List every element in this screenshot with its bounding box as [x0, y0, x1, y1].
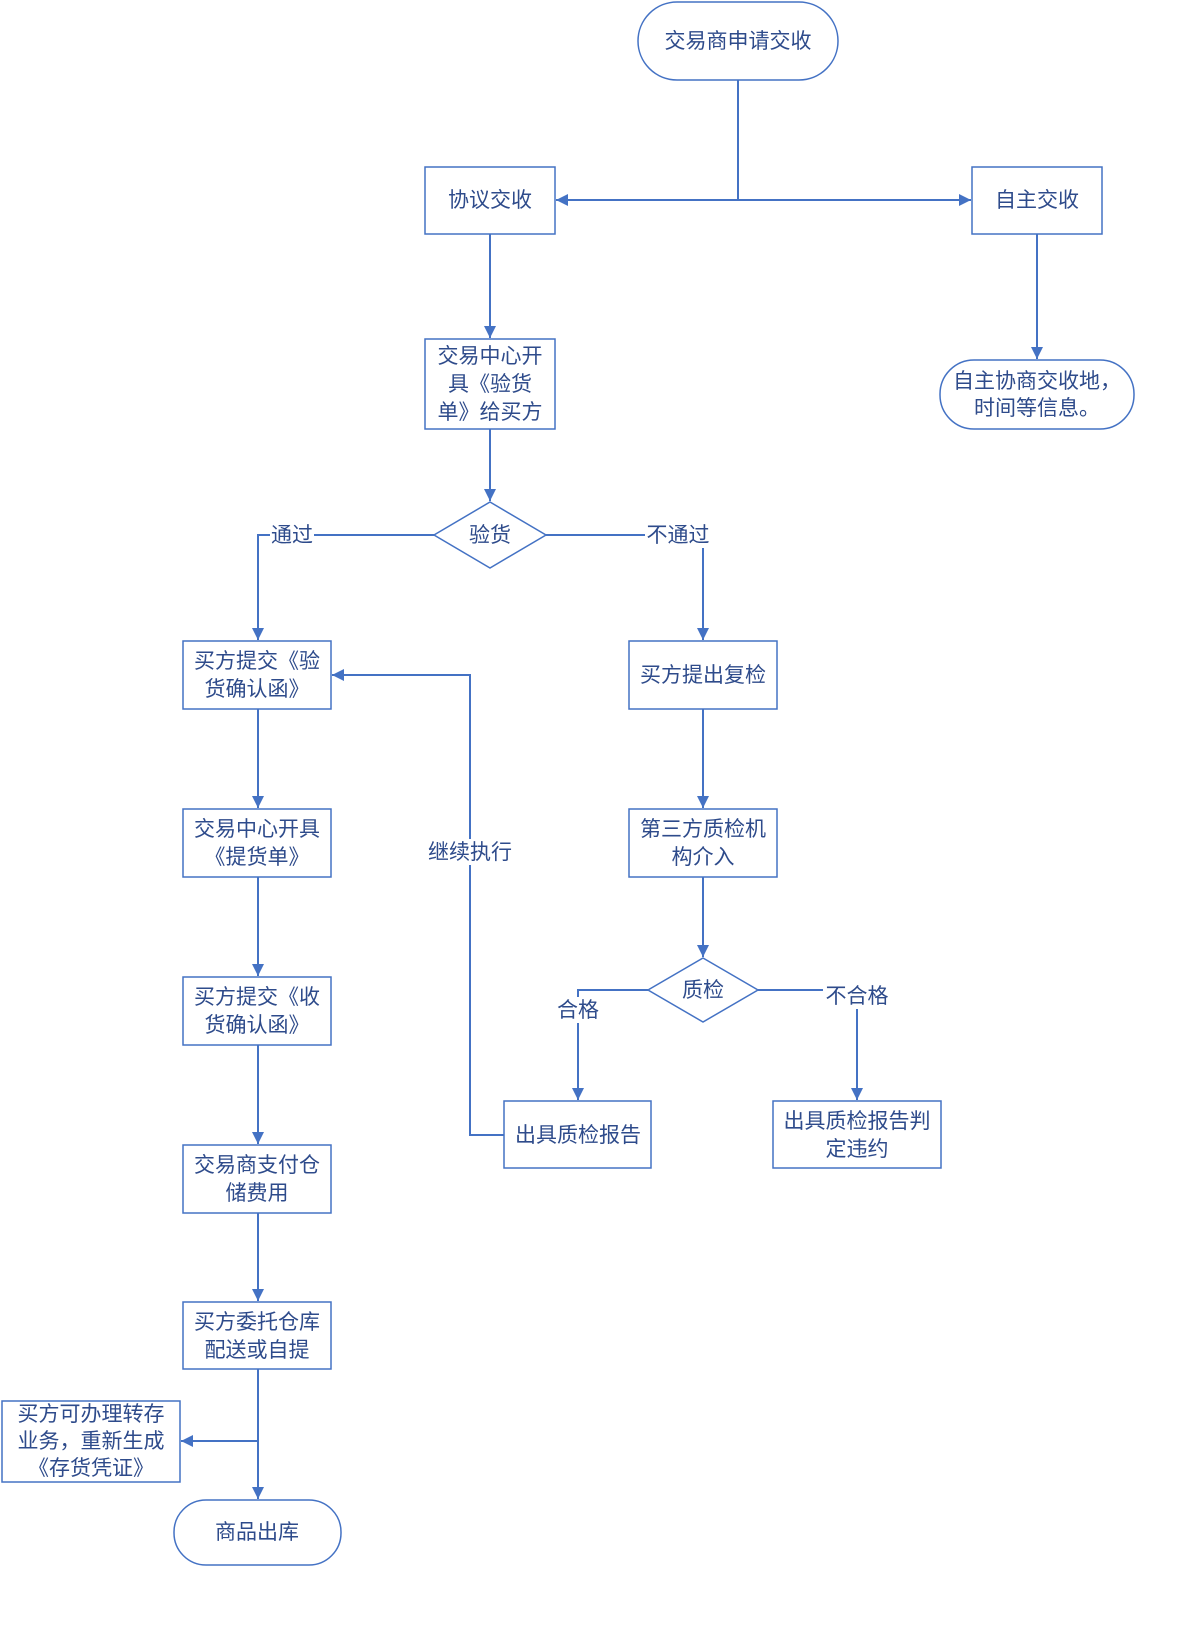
- process-box: [628, 640, 778, 710]
- node-report-label: 出具质检报告: [515, 1123, 641, 1147]
- start-terminal-shape: [637, 1, 839, 81]
- decision-inspect-label: 验货: [469, 523, 511, 547]
- node-transfer: 买方可办理转存 业务，重新生成 《存货凭证》: [1, 1400, 181, 1483]
- edge-label-unqualified: 不合格: [823, 983, 891, 1009]
- decision-diamond: [646, 957, 760, 1023]
- node-transfer-line: 《存货凭证》: [28, 1456, 154, 1480]
- node-report: 出具质检报告: [503, 1100, 652, 1169]
- node-agreement-label: 协议交收: [448, 188, 532, 212]
- node-buyer-confirm-line: 货确认函》: [205, 677, 310, 701]
- edge-label-continue: 继续执行: [426, 839, 514, 865]
- process-box: [772, 1100, 942, 1169]
- node-third-party-line: 构介入: [672, 845, 735, 869]
- node-inspection-order-line: 具《验货: [448, 372, 532, 396]
- node-transfer-line: 业务，重新生成: [18, 1429, 165, 1453]
- terminal-shape: [939, 359, 1135, 430]
- node-start: 交易商申请交收: [637, 1, 839, 81]
- process-box: [424, 166, 556, 235]
- node-buyer-confirm: 买方提交《验 货确认函》: [182, 640, 332, 710]
- process-box: [628, 808, 778, 878]
- process-box: [182, 808, 332, 878]
- process-box: [182, 1301, 332, 1370]
- node-breach-line: 定违约: [826, 1137, 889, 1161]
- edge-label-qualified: 合格: [555, 997, 601, 1023]
- node-receipt-line: 买方提交《收: [194, 985, 320, 1009]
- node-end-label: 商品出库: [215, 1520, 299, 1544]
- node-breach-line: 出具质检报告判: [784, 1109, 931, 1133]
- node-storage-fee-line: 交易商支付仓: [194, 1153, 320, 1177]
- node-self-negotiate-line: 时间等信息。: [974, 396, 1100, 420]
- edge-report-continue: [332, 669, 504, 1136]
- decision-qc-label: 质检: [682, 978, 724, 1002]
- node-inspection-order-line: 单》给买方: [438, 400, 543, 424]
- decision-diamond: [432, 501, 548, 569]
- node-recheck-label: 买方提出复检: [640, 663, 766, 687]
- edge-label-pass-text: 通过: [271, 523, 313, 547]
- node-storage-fee: 交易商支付仓 储费用: [182, 1144, 332, 1214]
- node-receipt: 买方提交《收 货确认函》: [182, 976, 332, 1046]
- process-box: [182, 976, 332, 1046]
- node-end: 商品出库: [173, 1499, 342, 1566]
- node-third-party: 第三方质检机 构介入: [628, 808, 778, 878]
- process-box: [503, 1100, 652, 1169]
- edge-inspect-pass: [252, 534, 434, 640]
- decision-qc: 质检: [646, 957, 760, 1023]
- node-bill: 交易中心开具 《提货单》: [182, 808, 332, 878]
- node-self-negotiate: 自主协商交收地， 时间等信息。: [939, 359, 1135, 430]
- node-inspection-order: 交易中心开 具《验货 单》给买方: [424, 338, 556, 430]
- node-delivery-line: 配送或自提: [205, 1338, 310, 1362]
- process-box: [424, 338, 556, 430]
- edge-label-unqualified-text: 不合格: [826, 984, 889, 1008]
- node-storage-fee-line: 储费用: [226, 1181, 289, 1205]
- edge-label-fail-text: 不通过: [647, 523, 710, 547]
- edge-label-qualified-text: 合格: [557, 998, 599, 1022]
- edge-label-fail: 不通过: [645, 522, 711, 548]
- node-self-label: 自主交收: [995, 188, 1079, 212]
- node-agreement: 协议交收: [424, 166, 556, 235]
- node-buyer-confirm-line: 买方提交《验: [194, 649, 320, 673]
- node-delivery-line: 买方委托仓库: [194, 1310, 320, 1334]
- end-terminal-shape: [173, 1499, 342, 1566]
- process-box: [182, 640, 332, 710]
- edge-label-pass: 通过: [270, 522, 314, 548]
- edge-labels: 通过 不通过 继续执行 合格 不合格: [270, 522, 891, 1023]
- process-box: [182, 1144, 332, 1214]
- node-delivery: 买方委托仓库 配送或自提: [182, 1301, 332, 1370]
- node-self: 自主交收: [971, 166, 1103, 235]
- edges: [181, 80, 1043, 1499]
- node-transfer-line: 买方可办理转存: [18, 1402, 165, 1426]
- node-start-label: 交易商申请交收: [665, 29, 812, 53]
- edge-inspect-fail: [546, 534, 709, 640]
- process-box: [1, 1400, 181, 1483]
- edge-label-continue-text: 继续执行: [428, 840, 512, 864]
- decision-inspect: 验货: [432, 501, 548, 569]
- node-self-negotiate-line: 自主协商交收地，: [953, 369, 1121, 393]
- node-recheck: 买方提出复检: [628, 640, 778, 710]
- node-receipt-line: 货确认函》: [205, 1013, 310, 1037]
- node-third-party-line: 第三方质检机: [640, 817, 766, 841]
- node-inspection-order-line: 交易中心开: [438, 344, 543, 368]
- edge-qc-qualified: [572, 989, 648, 1100]
- node-breach: 出具质检报告判 定违约: [772, 1100, 942, 1169]
- node-bill-line: 交易中心开具: [194, 817, 320, 841]
- process-box: [971, 166, 1103, 235]
- node-bill-line: 《提货单》: [205, 845, 310, 869]
